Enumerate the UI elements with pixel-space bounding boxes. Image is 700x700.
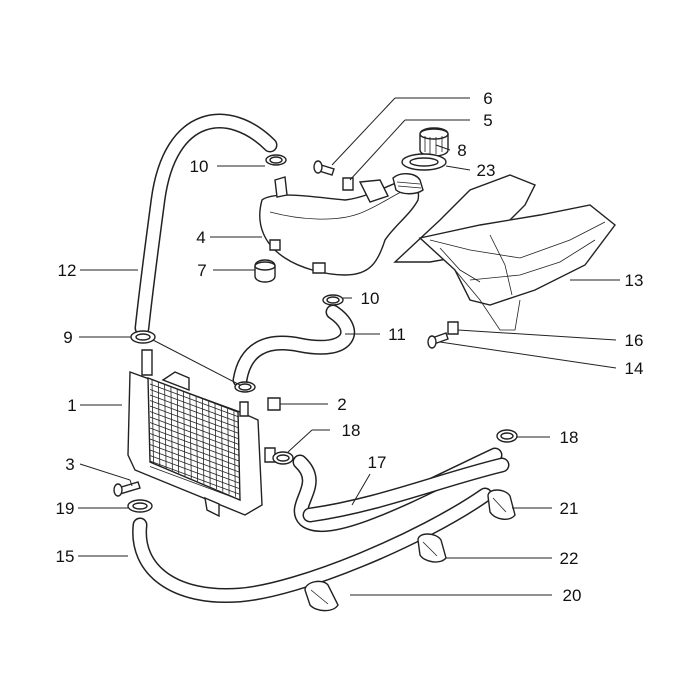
hose-12: [134, 113, 278, 336]
callout-4: 4: [196, 228, 205, 247]
screw-3: [113, 481, 141, 497]
callout-18-right: 18: [560, 428, 579, 447]
clip-22: [417, 533, 447, 563]
clamp-19: [127, 499, 153, 513]
clip-5: [342, 177, 354, 191]
callout-11: 11: [388, 325, 406, 344]
callout-5: 5: [483, 111, 492, 130]
radiator-core: [149, 379, 240, 500]
callout-10-top: 10: [190, 157, 209, 176]
clip-15: [447, 321, 459, 335]
screw-6: [313, 160, 335, 176]
cover-panel: [393, 174, 616, 331]
callout-9: 9: [63, 328, 72, 347]
radiator: [127, 349, 276, 518]
callout-3: 3: [65, 455, 74, 474]
callout-22: 22: [560, 549, 579, 568]
clamp-10-top: [265, 154, 287, 166]
clamp-18-left: [272, 451, 294, 465]
callout-15: 16: [625, 331, 644, 350]
hose-17: [292, 447, 510, 532]
callout-6: 6: [483, 89, 492, 108]
clamp-18-right: [496, 429, 518, 443]
screw-14: [427, 332, 449, 349]
hose-11: [232, 304, 356, 388]
callout-18-left: 18: [342, 421, 361, 440]
filler-cap: [419, 127, 449, 157]
clip-2: [267, 397, 281, 411]
callout-23: 23: [477, 161, 496, 180]
callout-21: 21: [560, 499, 579, 518]
callout-13: 13: [625, 271, 644, 290]
callout-2: 2: [337, 395, 346, 414]
callout-19: 19: [56, 499, 75, 518]
callout-16: 15: [56, 547, 75, 566]
callout-labels: 6 5 8 23 10 4 7 12 10 11 9 13 16 14 1 2 …: [56, 89, 644, 605]
callout-12: 12: [58, 261, 77, 280]
callout-14: 14: [625, 359, 644, 378]
gasket: [401, 153, 447, 171]
callout-17: 17: [368, 453, 387, 472]
callout-10-lower: 10: [361, 289, 380, 308]
callout-20: 20: [563, 586, 582, 605]
clamp-10-lower: [322, 294, 344, 306]
leader-lines: [78, 97, 620, 596]
clip-20: [304, 580, 339, 612]
callout-1: 1: [67, 396, 76, 415]
clip-21: [487, 489, 516, 520]
clamp-9: [130, 330, 156, 344]
expansion-tank: [259, 173, 424, 276]
callout-8: 8: [457, 141, 466, 160]
grommet-7: [254, 259, 276, 283]
callout-7: 7: [197, 261, 206, 280]
hose-16: [132, 487, 493, 604]
